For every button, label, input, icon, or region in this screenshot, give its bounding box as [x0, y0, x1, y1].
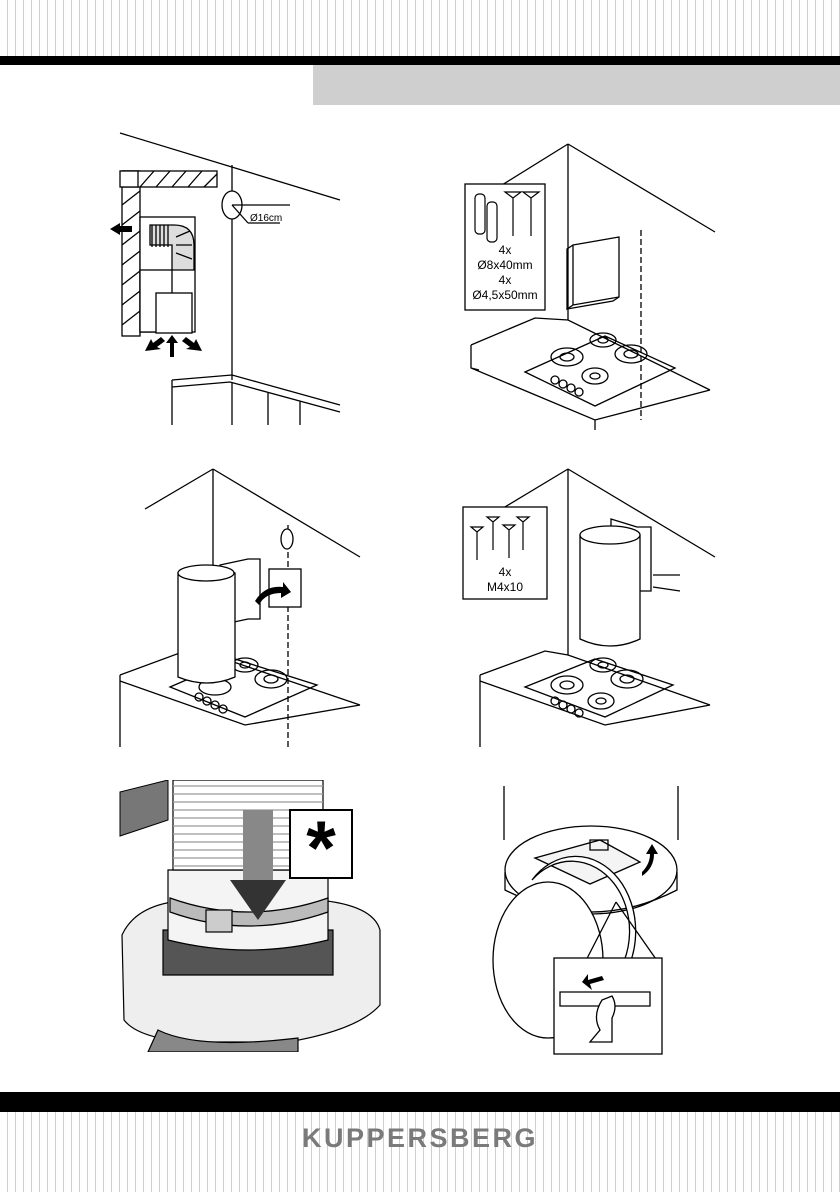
- screw-size: Ø4,5x50mm: [472, 288, 537, 302]
- figure-hood-screws: 4x M4x10: [455, 465, 725, 755]
- screw-count: 4x: [499, 273, 512, 287]
- figure-hood-mounting: [115, 465, 375, 755]
- figure-wall-fixing: 4x Ø8x40mm 4x Ø4,5x50mm: [455, 140, 725, 430]
- wall-plug-count: 4x: [499, 243, 512, 257]
- header-gray-banner: [311, 65, 840, 105]
- figure-duct-routing: Ø16cm: [90, 125, 350, 425]
- pipe-diameter-label: Ø16cm: [250, 213, 282, 224]
- note-asterisk: *: [306, 806, 336, 891]
- footer-black-bar: [0, 1092, 840, 1112]
- screw-count: 4x: [499, 565, 512, 579]
- wall-plug-size: Ø8x40mm: [477, 258, 532, 272]
- figure-duct-clamp: *: [118, 780, 383, 1052]
- figure-grease-filter: [490, 780, 690, 1060]
- header-black-bar: [0, 56, 840, 65]
- header-stripe-pattern: [0, 0, 840, 56]
- brand-logo: KUPPERSBERG: [0, 1123, 840, 1154]
- screw-size: M4x10: [487, 580, 523, 594]
